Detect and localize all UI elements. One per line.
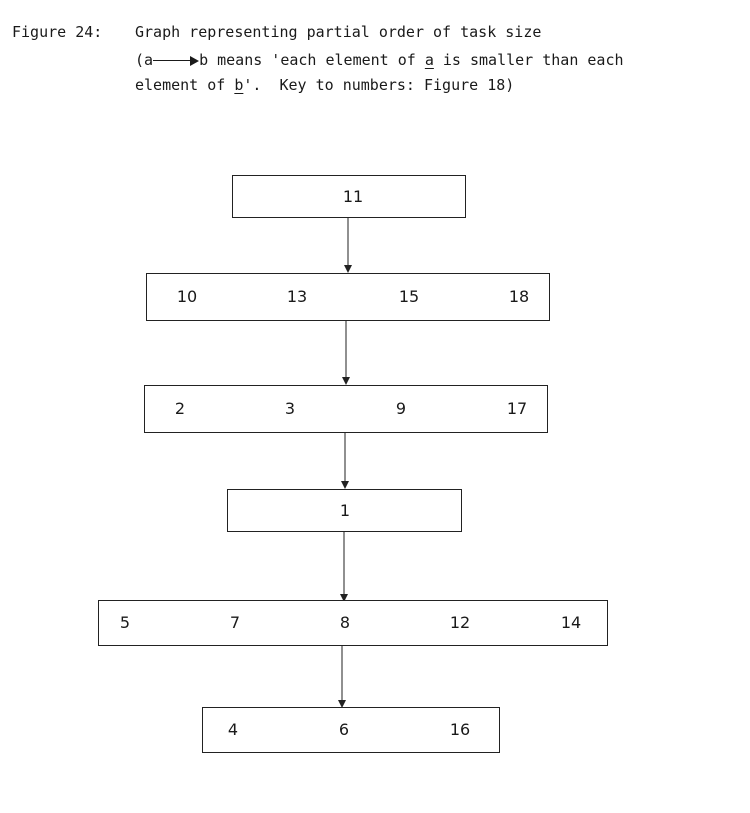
caption-smaller: is smaller than each	[433, 51, 624, 69]
caption-a: (a	[135, 51, 154, 69]
node-1: 1	[227, 489, 462, 532]
node-11: 11	[232, 175, 466, 218]
node-2-3-9-17: 2 3 9 17	[144, 385, 548, 433]
task-number: 3	[284, 399, 296, 418]
task-number: 10	[176, 287, 198, 306]
task-number: 5	[119, 613, 131, 632]
task-number: 15	[398, 287, 420, 306]
caption-line-2: (a b means 'each element of a is smaller …	[135, 48, 624, 72]
caption-means: b means 'each element of	[199, 51, 425, 69]
task-number: 8	[339, 613, 351, 632]
task-number: 7	[229, 613, 241, 632]
task-number: 16	[449, 720, 471, 739]
task-number: 13	[286, 287, 308, 306]
figure-label: Figure 24:	[12, 23, 103, 41]
node-5-7-8-12-14: 5 7 8 12 14	[98, 600, 608, 646]
task-number: 6	[338, 720, 350, 739]
task-number: 14	[560, 613, 582, 632]
task-number: 17	[506, 399, 528, 418]
node-4-6-16: 4 6 16	[202, 707, 500, 753]
caption-key: '. Key to numbers: Figure 18)	[243, 76, 515, 94]
task-number: 18	[508, 287, 530, 306]
task-number: 11	[342, 186, 364, 206]
right-arrow-icon	[153, 55, 200, 66]
caption-element-of: element of	[135, 76, 235, 94]
caption-var-b: b	[234, 76, 244, 94]
node-10-13-15-18: 10 13 15 18	[146, 273, 550, 321]
caption-var-a: a	[424, 51, 434, 69]
caption-line-3: element of b'. Key to numbers: Figure 18…	[135, 73, 514, 97]
task-number: 9	[395, 399, 407, 418]
figure-title: Graph representing partial order of task…	[135, 23, 542, 41]
task-number: 12	[449, 613, 471, 632]
task-number: 1	[339, 500, 351, 520]
task-number: 2	[174, 399, 186, 418]
task-number: 4	[227, 720, 239, 739]
